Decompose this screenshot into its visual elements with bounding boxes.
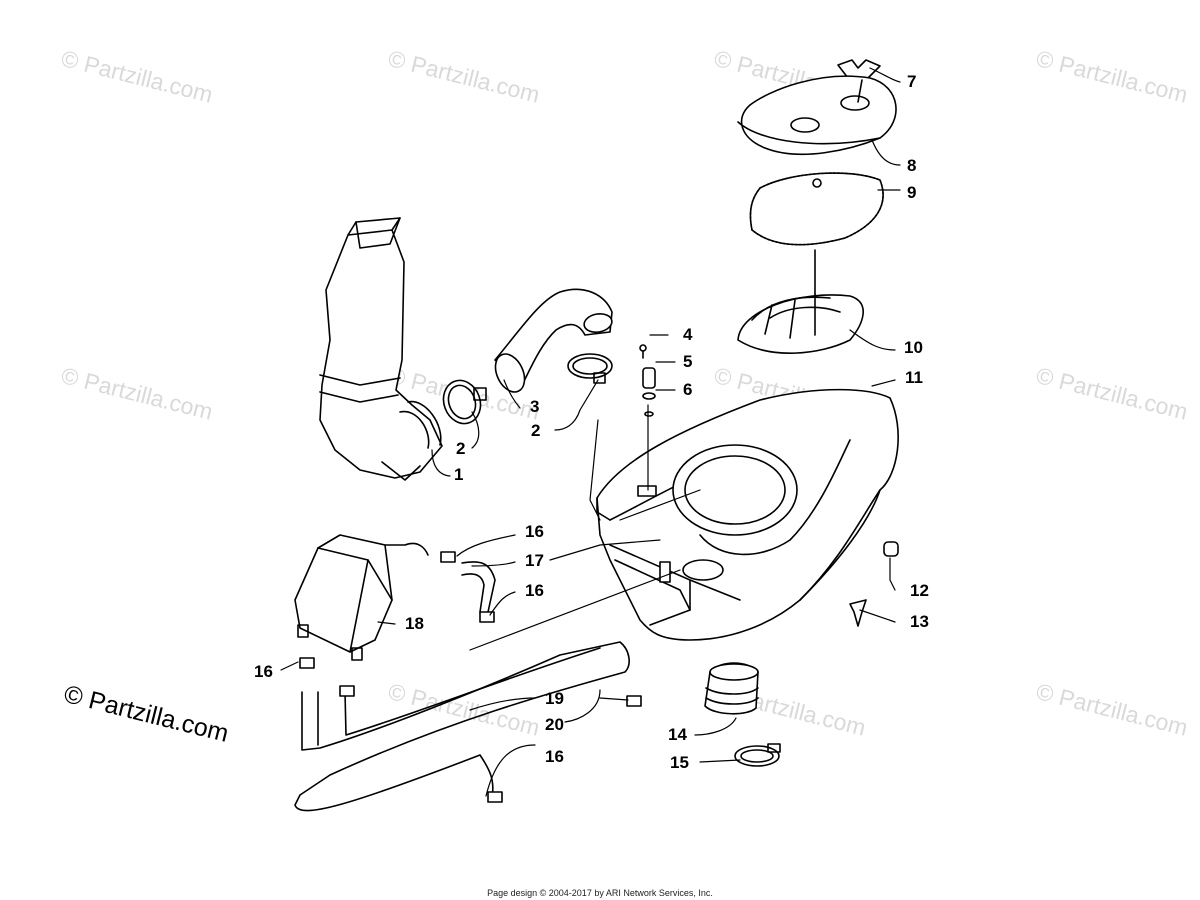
wing-nut: [837, 59, 881, 79]
elbow-hose: [494, 288, 613, 393]
screw-grommet-washer: [639, 344, 656, 417]
intake-boot-and-clamp: [704, 662, 781, 767]
callout-10: 10: [904, 338, 923, 357]
footer-copyright: Page design © 2004-2017 by ARI Network S…: [487, 888, 713, 898]
callout-2: 2: [456, 439, 466, 458]
callout-17: 17: [525, 551, 544, 570]
callout-20: 20: [545, 715, 564, 734]
callout-8: 8: [907, 156, 917, 175]
vent-tank: [294, 534, 429, 661]
callout-1: 1: [454, 465, 464, 484]
callout-5: 5: [683, 352, 693, 371]
callout-3: 3: [530, 397, 540, 416]
callout-12: 12: [910, 581, 929, 600]
callout-19: 19: [545, 689, 564, 708]
callout-18: 18: [405, 614, 424, 633]
callout-2: 2: [531, 421, 541, 440]
callout-4: 4: [683, 325, 693, 344]
callout-11: 11: [905, 368, 923, 387]
grommet-and-rivet: [849, 541, 899, 627]
air-box-cover: [737, 75, 897, 156]
leader-lines: [280, 67, 901, 797]
small-clamps: [299, 551, 642, 803]
hose-clamp-right: [567, 353, 613, 384]
callout-15: 15: [670, 753, 689, 772]
callout-13: 13: [910, 612, 929, 631]
intake-duct: [319, 217, 443, 481]
air-box: [596, 388, 899, 641]
callout-16: 16: [525, 522, 544, 541]
callout-16: 16: [254, 662, 273, 681]
air-filter: [749, 172, 884, 246]
callout-6: 6: [683, 380, 693, 399]
callout-16: 16: [525, 581, 544, 600]
callout-9: 9: [907, 183, 917, 202]
callout-16: 16: [545, 747, 564, 766]
callout-14: 14: [668, 725, 687, 744]
hose-clamp-left: [442, 379, 487, 425]
callout-7: 7: [907, 72, 917, 91]
hoses: [294, 561, 630, 812]
filter-cage: [737, 249, 864, 354]
